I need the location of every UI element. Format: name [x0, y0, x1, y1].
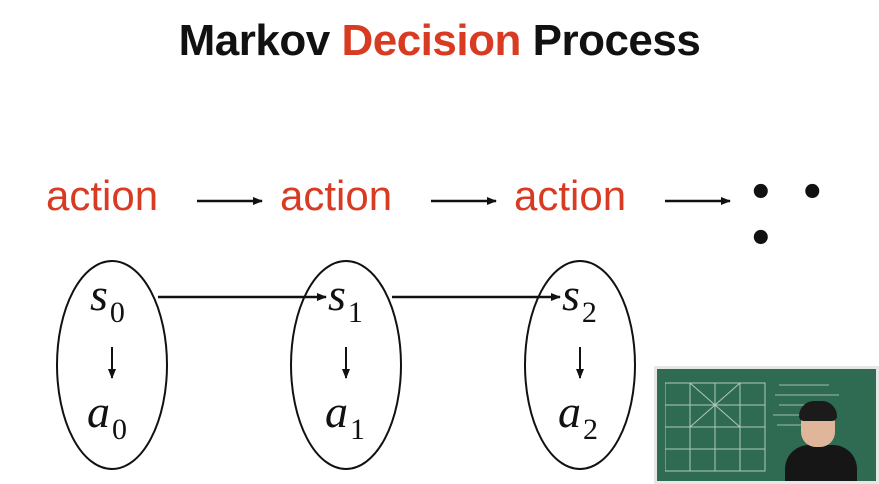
- state-s2: s2: [562, 268, 597, 321]
- state-s1: s1: [328, 268, 363, 321]
- state-s0: s0: [90, 268, 125, 321]
- action-a0: a0: [87, 385, 127, 438]
- action-a1: a1: [325, 385, 365, 438]
- presenter-video-inset: [654, 366, 879, 484]
- action-a2: a2: [558, 385, 598, 438]
- chalkboard-grid: [665, 377, 775, 477]
